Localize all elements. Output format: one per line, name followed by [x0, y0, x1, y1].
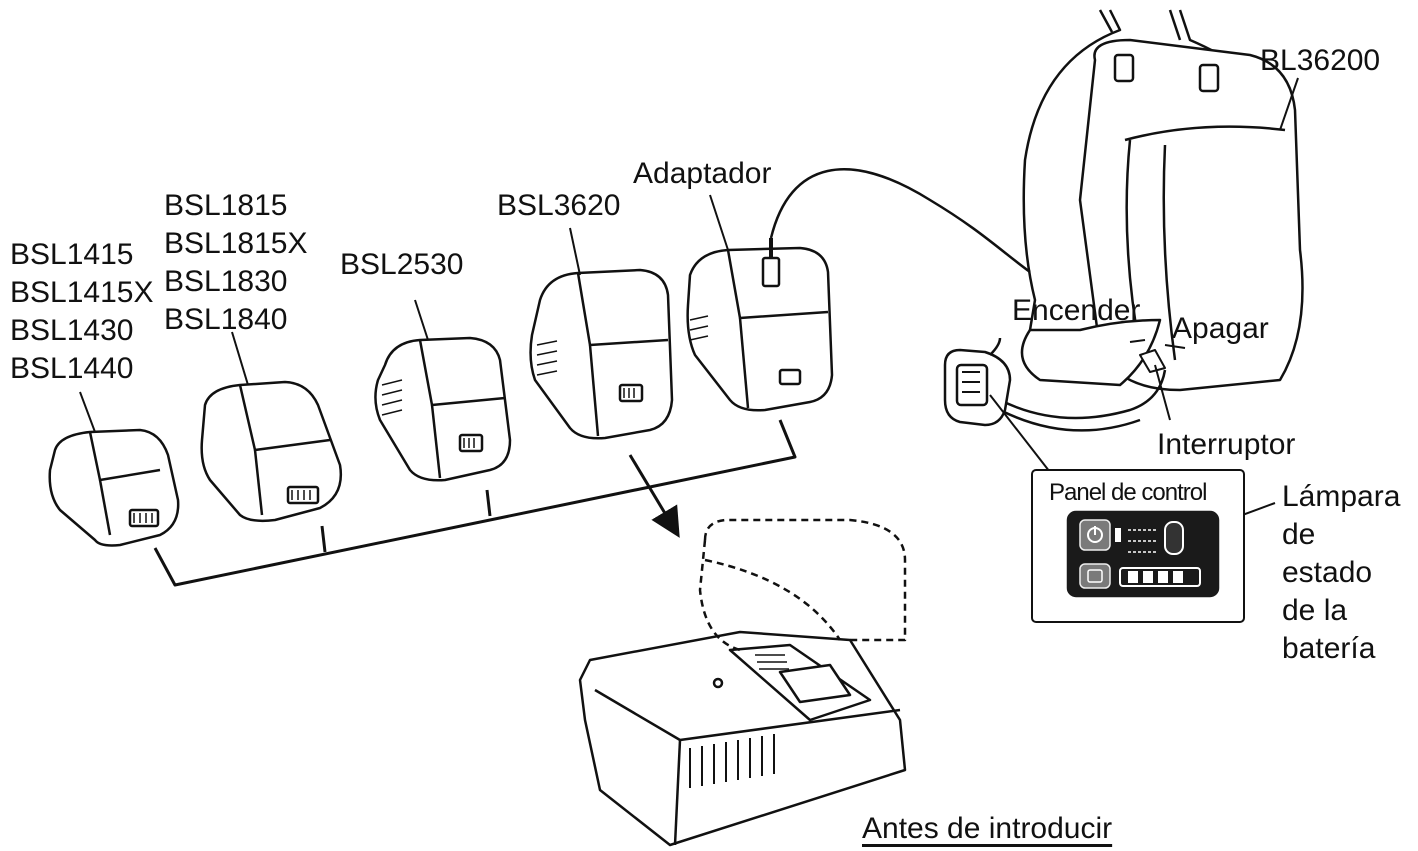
control-unit-illustration — [943, 337, 1012, 427]
label-bsl1840: BSL1840 — [164, 303, 288, 336]
label-bsl1830: BSL1830 — [164, 265, 288, 298]
label-status-lamp-line-4: de la — [1282, 594, 1348, 627]
label-group-bsl18: BSL1815 BSL1815X BSL1830 BSL1840 — [164, 187, 307, 339]
label-bsl1430: BSL1430 — [10, 314, 134, 347]
label-bsl1815x: BSL1815X — [164, 227, 308, 260]
insert-arrow — [628, 454, 680, 538]
label-switch: Interruptor — [1157, 428, 1296, 461]
label-bsl2530: BSL2530 — [340, 248, 464, 281]
label-bsl3620: BSL3620 — [497, 189, 621, 222]
backpack-bl36200-illustration — [999, 9, 1304, 432]
battery-bsl2530-illustration — [374, 336, 512, 482]
label-charger-caption: Antes de introducir — [862, 812, 1113, 845]
control-panel-callout — [1031, 469, 1245, 623]
label-status-lamp-line-1: Lámpara — [1282, 480, 1401, 513]
label-bsl1440: BSL1440 — [10, 352, 134, 385]
label-group-bsl14: BSL1415 BSL1415X BSL1430 BSL1440 — [10, 236, 153, 388]
battery-bsl14-illustration — [48, 428, 180, 547]
label-status-lamp-line-5: batería — [1282, 632, 1376, 665]
battery-bsl18-illustration — [200, 380, 343, 523]
label-backpack: BL36200 — [1260, 44, 1381, 77]
label-control-panel: Panel de control — [1049, 479, 1207, 506]
label-adapter: Adaptador — [633, 157, 772, 190]
label-switch-off: Apagar — [1172, 312, 1269, 345]
adapter-cable — [769, 168, 1031, 274]
label-status-lamp-line-2: de — [1282, 518, 1316, 551]
label-bsl1415: BSL1415 — [10, 238, 134, 271]
adapter-illustration — [686, 238, 834, 412]
label-bsl1815: BSL1815 — [164, 189, 288, 222]
label-status-lamp: Lámpara de estado de la batería — [1282, 478, 1400, 668]
battery-bsl3620-illustration — [529, 268, 674, 440]
label-status-lamp-line-3: estado — [1282, 556, 1373, 589]
charger-illustration — [578, 518, 907, 847]
label-switch-on: Encender — [1012, 294, 1141, 327]
compatibility-bracket — [153, 419, 797, 587]
label-bsl1415x: BSL1415X — [10, 276, 154, 309]
